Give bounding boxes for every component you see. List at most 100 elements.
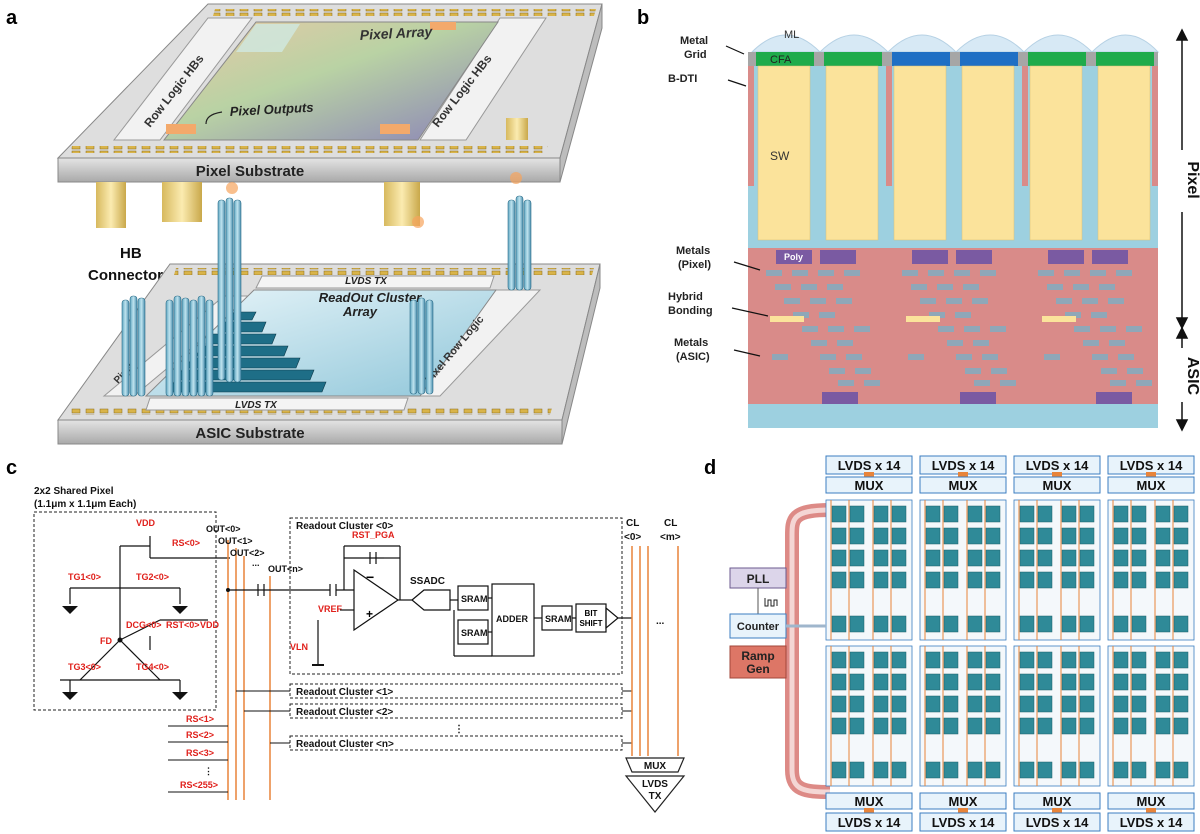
cluster-cell: [943, 651, 959, 669]
cluster-cell: [967, 717, 983, 735]
lvds-bottom-label: LVDS x 14: [1026, 815, 1089, 830]
cluster-cell: [1061, 651, 1077, 669]
panel-label-b: b: [637, 7, 649, 29]
c-lvds-box: [624, 775, 686, 813]
metal-segment: [1044, 354, 1060, 360]
cluster-cell: [925, 695, 941, 713]
cluster-cell: [1019, 615, 1035, 633]
cluster-cell: [1155, 695, 1171, 713]
cluster-cell: [1173, 527, 1189, 545]
cluster-cell: [1155, 717, 1171, 735]
cluster-cell: [1131, 505, 1147, 523]
cluster-cell: [1173, 615, 1189, 633]
metal-segment: [775, 284, 791, 290]
lvds-connector: [958, 808, 968, 814]
ramp-gen-label-1: Ramp: [741, 649, 774, 663]
cfa-filters: [756, 52, 1154, 66]
out2-label: OUT<2>: [230, 548, 265, 558]
adder-label: ADDER: [496, 614, 529, 624]
lvds-tx-bottom-label: LVDS TX: [235, 400, 278, 411]
cluster-cell: [873, 651, 889, 669]
cluster-cell: [873, 717, 889, 735]
counter-label: Counter: [737, 621, 780, 633]
asic-axis-label: ASIC: [1184, 357, 1200, 396]
cluster-cell: [1113, 761, 1129, 779]
cluster-cell: [1131, 615, 1147, 633]
metal-segment: [801, 284, 817, 290]
readout-cluster-label-2: Array: [342, 304, 378, 319]
cluster-cell: [985, 673, 1001, 691]
c-mux-label: MUX: [644, 761, 667, 772]
tg2-label: TG2<0>: [136, 572, 169, 582]
metal-segment: [836, 298, 852, 304]
cl-ellipsis: ...: [656, 616, 665, 627]
cluster-cell: [985, 527, 1001, 545]
cluster-cell: [1131, 761, 1147, 779]
metal-segment: [920, 298, 936, 304]
cluster-cell: [925, 673, 941, 691]
metals-asic-label-2: (ASIC): [676, 351, 710, 363]
cluster-cell: [1113, 527, 1129, 545]
cluster-cell: [967, 549, 983, 567]
cluster-cell: [1079, 549, 1095, 567]
cluster-cell: [891, 527, 907, 545]
metal-segment: [846, 354, 862, 360]
sw-label: SW: [770, 149, 790, 163]
shared-pixel-box: [33, 511, 217, 711]
cluster-cell: [943, 505, 959, 523]
cluster-cell: [925, 761, 941, 779]
metal-segment: [1064, 270, 1080, 276]
cluster-cell: [925, 615, 941, 633]
metal-segment: [1056, 298, 1072, 304]
metal-segment: [1109, 340, 1125, 346]
bus-loop-inner: [789, 507, 831, 795]
lvds-bottom-box: [1107, 812, 1195, 832]
rc0-label: Readout Cluster <0>: [296, 521, 393, 532]
metal-segment: [772, 354, 788, 360]
hb-pillars: [121, 195, 532, 397]
cluster-cell: [943, 615, 959, 633]
cluster-cell: [831, 695, 847, 713]
mux-top-label: MUX: [1137, 478, 1166, 493]
cluster-cell: [831, 527, 847, 545]
cluster-cell: [1019, 717, 1035, 735]
cluster-cell: [925, 527, 941, 545]
metal-grid-label-2: Grid: [684, 49, 707, 61]
metal-segment: [1110, 380, 1126, 386]
pixel-array-label: Pixel Array: [359, 23, 434, 43]
cluster-cell: [985, 505, 1001, 523]
readout-cluster-0-box: [289, 517, 623, 675]
metal-segment: [911, 284, 927, 290]
cluster-cell: [1173, 673, 1189, 691]
cluster-cell: [1131, 695, 1147, 713]
cluster-cell: [1113, 717, 1129, 735]
mux-top-box: [1013, 476, 1101, 494]
metal-segment: [990, 326, 1006, 332]
cluster-cell: [1155, 651, 1171, 669]
cl0-label-2: <0>: [624, 532, 641, 543]
cluster-cell: [891, 571, 907, 589]
metal-segment: [929, 312, 945, 318]
bus-loop: [784, 503, 831, 799]
metal-segment: [1091, 312, 1107, 318]
cluster-cell: [1131, 571, 1147, 589]
rc-vdots: ⋮: [454, 724, 464, 735]
clm-label-2: <m>: [660, 532, 681, 543]
cluster-cell: [1037, 549, 1053, 567]
cluster-cell: [1173, 549, 1189, 567]
lvds-top-label: LVDS x 14: [1026, 458, 1089, 473]
asic-base-layer: [748, 404, 1158, 428]
cluster-cell: [849, 571, 865, 589]
cluster-cell: [1061, 549, 1077, 567]
shared-pixel-label-2: (1.1μm x 1.1μm Each): [34, 499, 136, 510]
cluster-cell: [891, 651, 907, 669]
cluster-cell: [943, 673, 959, 691]
clock-signal-icon: [764, 598, 778, 607]
cluster-cell: [1079, 571, 1095, 589]
panel-a: a Pixel Array Row Logic HBs Row Logic HB…: [6, 3, 603, 445]
panel-c: c 2x2 Shared Pixel (1.1μm x 1.1μm Each): [6, 457, 686, 813]
cluster-cell: [943, 527, 959, 545]
lvds-connector: [864, 472, 874, 478]
cluster-cell: [1037, 651, 1053, 669]
rs255-label: RS<255>: [180, 780, 218, 790]
